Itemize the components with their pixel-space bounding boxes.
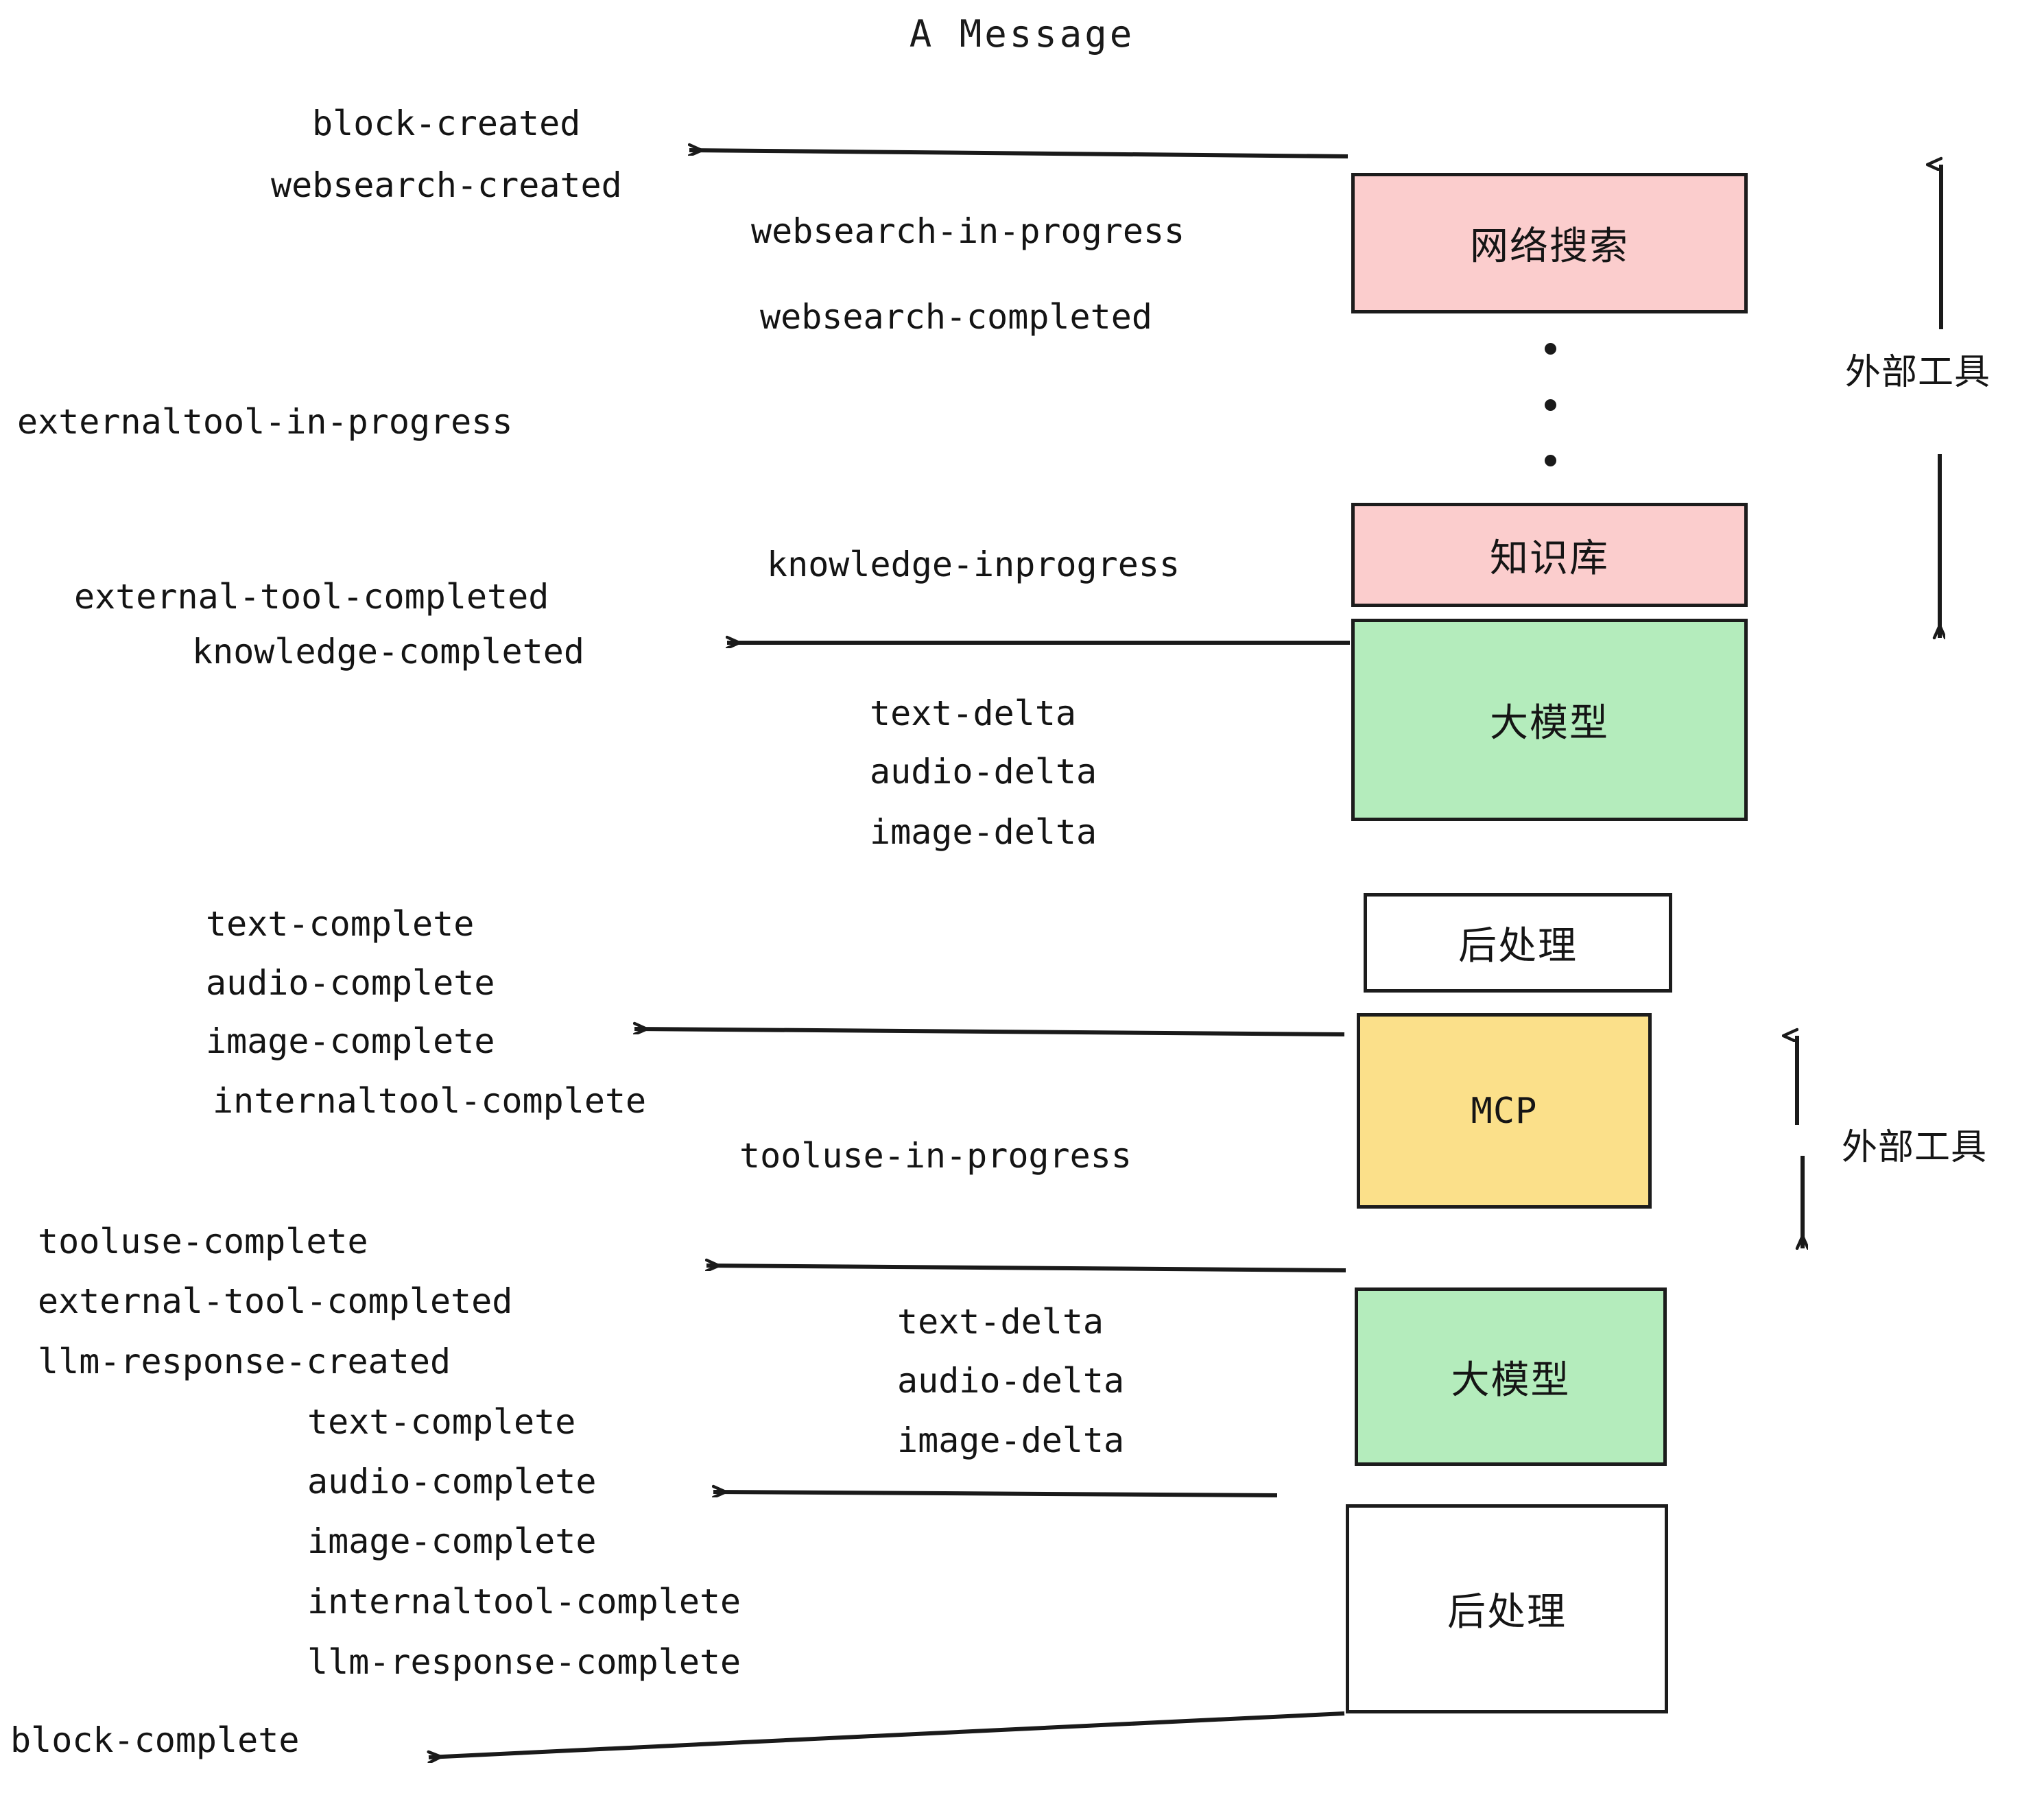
arrow-llm2-to-audio-complete: [713, 1492, 1278, 1495]
event-label-audio-delta-2: audio-delta: [897, 1361, 1125, 1401]
node-websearch[interactable]: 网络搜索: [1351, 173, 1748, 313]
node-llm-2-label: 大模型: [1451, 1357, 1571, 1403]
dot-2: [1544, 399, 1556, 411]
event-label-text-delta-1: text-delta: [870, 693, 1077, 733]
node-llm-1-label: 大模型: [1490, 701, 1609, 746]
node-llm-2[interactable]: 大模型: [1355, 1287, 1667, 1466]
dot-3: [1544, 455, 1556, 466]
event-label-websearch-in-progress: websearch-in-progress: [751, 211, 1185, 251]
side-label-external-tools-top: 外部工具: [1845, 352, 1991, 393]
side-label-external-tools-bottom: 外部工具: [1842, 1127, 1988, 1168]
event-label-audio-delta-1: audio-delta: [870, 752, 1097, 792]
event-label-external-tool-completed-2: external-tool-completed: [38, 1281, 513, 1321]
event-label-block-complete: block-complete: [10, 1720, 300, 1760]
event-label-audio-complete-2: audio-complete: [307, 1462, 597, 1502]
event-label-externaltool-in-progress: externaltool-in-progress: [17, 402, 513, 442]
vertical-ellipsis-dots: [1543, 343, 1557, 466]
node-knowledge[interactable]: 知识库: [1351, 503, 1748, 607]
event-label-audio-complete-1: audio-complete: [206, 963, 495, 1003]
event-label-image-complete-2: image-complete: [307, 1521, 597, 1561]
event-label-tooluse-in-progress: tooluse-in-progress: [739, 1136, 1132, 1176]
event-label-internaltool-complete-2: internaltool-complete: [307, 1582, 741, 1622]
event-label-websearch-created: websearch-created: [271, 165, 622, 205]
event-label-llm-response-created: llm-response-created: [38, 1342, 451, 1381]
arrow-postprocess1-to-image-complete: [634, 1029, 1345, 1036]
event-label-knowledge-inprogress: knowledge-inprogress: [767, 545, 1180, 584]
node-postprocess-1[interactable]: 后处理: [1364, 893, 1672, 993]
page-title: A Message: [909, 12, 1135, 56]
node-postprocess-1-label: 后处理: [1458, 924, 1578, 969]
event-label-llm-response-complete: llm-response-complete: [307, 1642, 741, 1682]
event-label-internaltool-complete-1: internaltool-complete: [213, 1081, 647, 1121]
event-label-text-complete-2: text-complete: [307, 1402, 576, 1442]
arrow-websearch-to-block-created: [689, 150, 1348, 158]
node-postprocess-2[interactable]: 后处理: [1346, 1504, 1668, 1713]
arrow-postprocess2-to-block-complete: [429, 1711, 1345, 1757]
event-label-image-complete-1: image-complete: [206, 1021, 495, 1061]
event-label-tooluse-complete: tooluse-complete: [38, 1222, 368, 1261]
arrow-mcp-to-tooluse-complete: [706, 1266, 1346, 1272]
event-label-knowledge-completed: knowledge-completed: [192, 632, 584, 672]
node-websearch-label: 网络搜索: [1470, 224, 1629, 269]
node-postprocess-2-label: 后处理: [1447, 1590, 1567, 1635]
event-label-external-tool-completed-1: external-tool-completed: [74, 577, 549, 617]
node-mcp[interactable]: MCP: [1357, 1013, 1652, 1209]
node-llm-1[interactable]: 大模型: [1351, 619, 1748, 821]
event-label-text-delta-2: text-delta: [897, 1302, 1104, 1342]
dot-1: [1544, 343, 1556, 355]
event-label-block-created: block-created: [312, 104, 581, 143]
node-mcp-label: MCP: [1471, 1090, 1538, 1132]
event-label-text-complete-1: text-complete: [206, 904, 475, 944]
node-knowledge-label: 知识库: [1490, 536, 1609, 581]
event-label-image-delta-1: image-delta: [870, 812, 1097, 852]
event-label-websearch-completed: websearch-completed: [760, 297, 1152, 337]
event-label-image-delta-2: image-delta: [897, 1421, 1125, 1460]
